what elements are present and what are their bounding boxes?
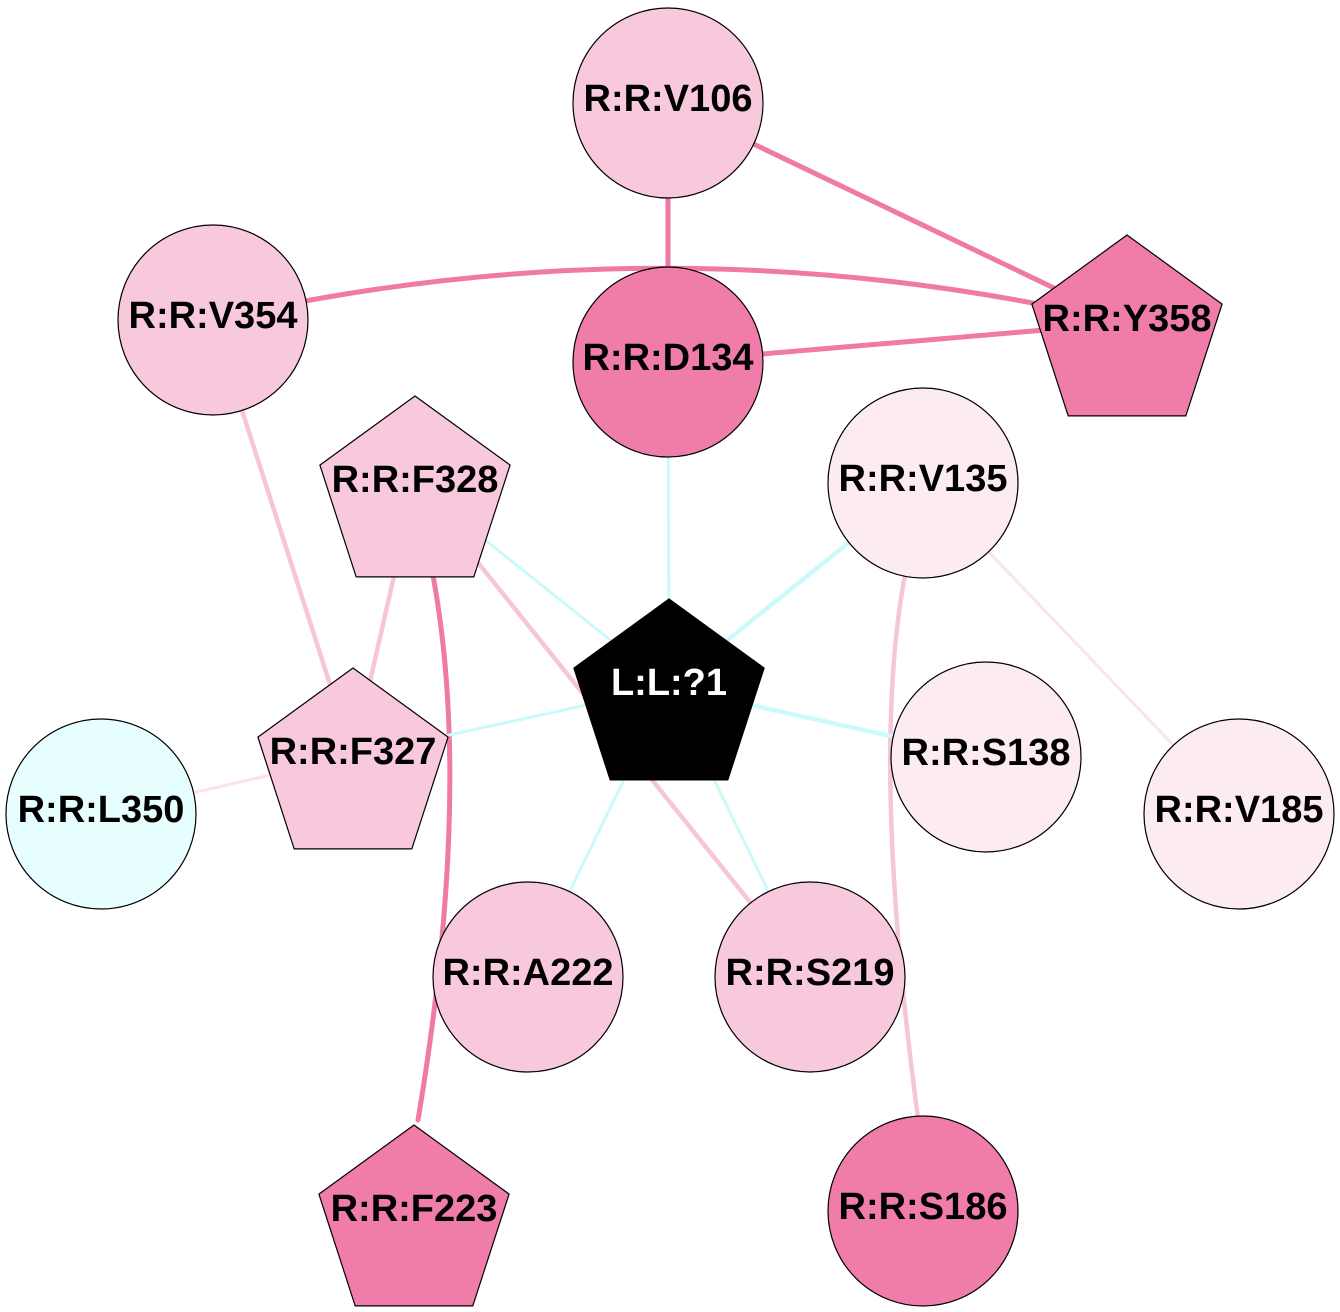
node-v185[interactable]: R:R:V185 (1143, 718, 1335, 910)
node-label: R:R:Y358 (1043, 298, 1212, 340)
node-l350[interactable]: R:R:L350 (5, 718, 197, 910)
node-v106[interactable]: R:R:V106 (572, 7, 764, 199)
edge-f328-f223 (415, 557, 453, 1123)
node-s219[interactable]: R:R:S219 (714, 881, 906, 1073)
node-circle (572, 266, 764, 458)
node-label: L:L:?1 (611, 662, 727, 704)
node-label: R:R:L350 (18, 789, 185, 831)
node-label: R:R:D134 (582, 337, 753, 379)
node-circle (714, 881, 906, 1073)
node-a222[interactable]: R:R:A222 (432, 881, 624, 1073)
node-label: R:R:A222 (442, 952, 613, 994)
node-f327[interactable]: R:R:F327 (257, 667, 449, 850)
node-circle (827, 387, 1019, 579)
node-d134[interactable]: R:R:D134 (572, 266, 764, 458)
node-circle (827, 1115, 1019, 1307)
node-label: R:R:S219 (726, 952, 895, 994)
node-circle (5, 718, 197, 910)
node-circle (890, 661, 1082, 853)
node-circle (1143, 718, 1335, 910)
node-f328[interactable]: R:R:F328 (319, 395, 511, 578)
node-v135[interactable]: R:R:V135 (827, 387, 1019, 579)
node-label: R:R:V185 (1155, 789, 1324, 831)
node-pentagon (257, 667, 449, 850)
edge-v135-s186 (887, 572, 921, 1121)
node-v354[interactable]: R:R:V354 (117, 224, 309, 416)
node-label: R:R:F327 (270, 731, 437, 773)
node-label: R:R:V106 (584, 78, 753, 120)
node-label: R:R:F223 (331, 1188, 498, 1230)
node-y358[interactable]: R:R:Y358 (1031, 234, 1223, 417)
node-pentagon (318, 1124, 510, 1307)
node-l1[interactable]: L:L:?1 (573, 598, 765, 781)
node-label: R:R:S138 (902, 732, 1071, 774)
node-pentagon (1031, 234, 1223, 417)
node-label: R:R:V135 (839, 458, 1008, 500)
node-label: R:R:V354 (129, 295, 298, 337)
node-s138[interactable]: R:R:S138 (890, 661, 1082, 853)
node-label: R:R:F328 (332, 459, 499, 501)
node-s186[interactable]: R:R:S186 (827, 1115, 1019, 1307)
node-pentagon (573, 598, 765, 781)
node-label: R:R:S186 (839, 1186, 1008, 1228)
node-circle (432, 881, 624, 1073)
node-circle (117, 224, 309, 416)
node-pentagon (319, 395, 511, 578)
node-f223[interactable]: R:R:F223 (318, 1124, 510, 1307)
node-circle (572, 7, 764, 199)
